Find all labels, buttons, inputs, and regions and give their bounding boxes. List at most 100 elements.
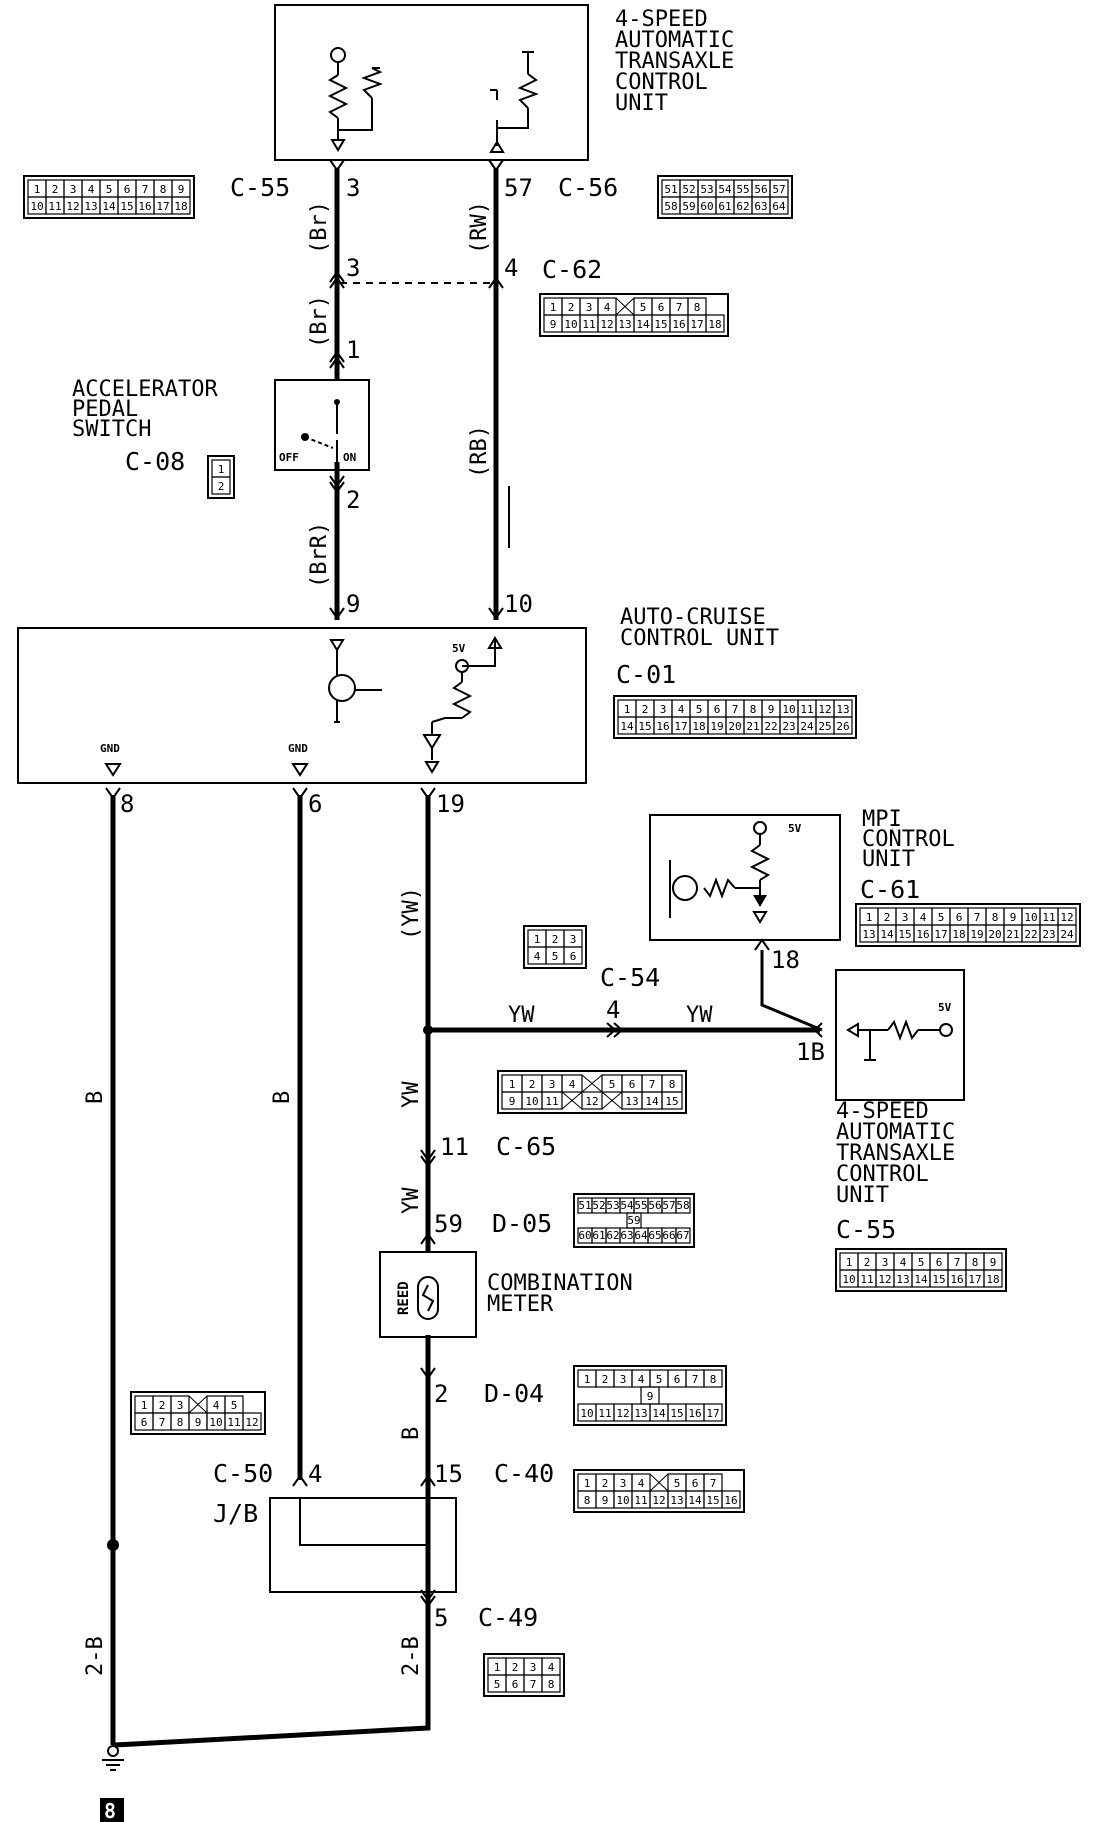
pin-2: 2 [346, 486, 360, 514]
connector-cell-number: 17 [968, 1273, 981, 1286]
mpi-label-line3: UNIT [862, 847, 915, 872]
connector-cell-number: 22 [1024, 928, 1037, 941]
connector-cell [211, 476, 231, 495]
pin-15: 15 [434, 1460, 463, 1488]
connector-cell-number: 16 [916, 928, 929, 941]
mpi-label-line2: CONTROL [862, 827, 955, 852]
pin-4-c50: 4 [308, 1460, 322, 1488]
connector-cell-number: 3 [620, 1373, 627, 1386]
connector-cell-number: 18 [692, 720, 705, 733]
combination-meter-label-line1: COMBINATION [487, 1271, 633, 1296]
connector-cell-number: 4 [678, 703, 685, 716]
wire-label-br-2: (Br) [307, 295, 332, 348]
connector-cell-number: 15 [665, 1095, 678, 1108]
pin-11: 11 [440, 1133, 469, 1161]
connector-c50: C-50 [213, 1459, 273, 1488]
connector-cell-number: 14 [636, 318, 650, 331]
connector-cell-number: 8 [584, 1494, 591, 1507]
connector-c55-top: C-55 [230, 173, 290, 202]
connector-cell-number: 3 [660, 703, 667, 716]
connector-cell-number: 10 [564, 318, 577, 331]
pin-59: 59 [434, 1210, 463, 1238]
connector-cell-number: 24 [800, 720, 814, 733]
connector-cell-number: 56 [648, 1199, 661, 1212]
connector-cell-number: 11 [1042, 911, 1055, 924]
connector-cell-number: 6 [674, 1373, 681, 1386]
connector-cell-number: 64 [634, 1229, 648, 1242]
auto-cruise-5v-label: 5V [452, 642, 466, 655]
tcu-right-label-line2: AUTOMATIC [836, 1120, 955, 1145]
combination-meter-box: REED [379, 1251, 477, 1338]
connector-cell-number: 13 [862, 928, 875, 941]
connector-cell [833, 716, 853, 735]
connector-cell-number: 62 [736, 200, 749, 213]
connector-cell [561, 1074, 583, 1093]
connector-cell-number: 4 [569, 1078, 576, 1091]
connector-cell-number: 11 [860, 1273, 873, 1286]
connector-cell-number: 6 [714, 703, 721, 716]
switch-on-label: ON [343, 451, 356, 464]
connector-cell-number: 3 [586, 301, 593, 314]
connector-cell-number: 10 [616, 1494, 629, 1507]
connector-cell-number: 58 [664, 200, 677, 213]
connector-cell-number: 4 [920, 911, 927, 924]
connector-cell-number: 4 [638, 1477, 645, 1490]
connector-cell-number: 57 [772, 183, 785, 196]
pin-1: 1 [346, 336, 360, 364]
tcu-right-box: 5V [835, 969, 965, 1101]
wire-label-b-3: B [399, 1427, 424, 1440]
connector-cell-number: 60 [700, 200, 713, 213]
connector-cell-number: 18 [952, 928, 965, 941]
connector-cell-number: 9 [550, 318, 557, 331]
connector-cell-number: 7 [710, 1477, 717, 1490]
connector-cell-number: 1 [141, 1399, 148, 1412]
tcu-right-label-line3: TRANSAXLE [836, 1141, 955, 1166]
tcu-top-label-line4: CONTROL [615, 70, 708, 95]
connector-cell-number: 9 [768, 703, 775, 716]
connector-cell-number: 2 [159, 1399, 166, 1412]
connector-cell-number: 1 [584, 1373, 591, 1386]
connector-cell-number: 11 [227, 1416, 240, 1429]
connector-cell-number: 16 [688, 1407, 701, 1420]
connector-cell-number: 2 [512, 1661, 519, 1674]
connector-cell-number: 2 [529, 1078, 536, 1091]
connector-cell-number: 5 [938, 911, 945, 924]
connector-cell-number: 23 [782, 720, 795, 733]
connector-cell-number: 59 [627, 1214, 640, 1227]
connector-cell [541, 1091, 563, 1110]
connector-cell-number: 63 [754, 200, 767, 213]
wire-label-br-1: (Br) [307, 201, 332, 254]
mpi-5v-label: 5V [788, 822, 802, 835]
auto-cruise-unit-box: 5V GND GND [17, 627, 587, 784]
connector-cell-number: 4 [548, 1661, 555, 1674]
connector-cell-number: 57 [662, 1199, 675, 1212]
tcu-right-5v-label: 5V [938, 1001, 952, 1014]
connector-cell-number: 7 [530, 1678, 537, 1691]
connector-cell-number: 60 [578, 1229, 591, 1242]
connector-cell-number: 4 [534, 950, 541, 963]
connector-cell-number: 14 [688, 1494, 702, 1507]
wire-label-yw-paren: (YW) [399, 887, 424, 940]
gnd-label-2: GND [288, 742, 308, 755]
ground-symbol: 8 [100, 1745, 124, 1822]
combination-meter-label: COMBINATION METER [487, 1271, 633, 1317]
connector-cell-number: 10 [580, 1407, 593, 1420]
connector-c62: C-62 [542, 255, 602, 284]
connector-face-c08: 12 [207, 455, 235, 499]
connector-cell [675, 1227, 691, 1244]
connector-cell-number: 8 [669, 1078, 676, 1091]
connector-c08: C-08 [125, 447, 185, 476]
connector-cell-number: 23 [1042, 928, 1055, 941]
connector-cell-number: 6 [141, 1416, 148, 1429]
accel-switch-label-line3: SWITCH [72, 417, 151, 442]
connector-cell-number: 9 [178, 183, 185, 196]
connector-cell-number: 7 [159, 1416, 166, 1429]
connector-cell-number: 4 [638, 1373, 645, 1386]
connector-cell-number: 66 [662, 1229, 675, 1242]
